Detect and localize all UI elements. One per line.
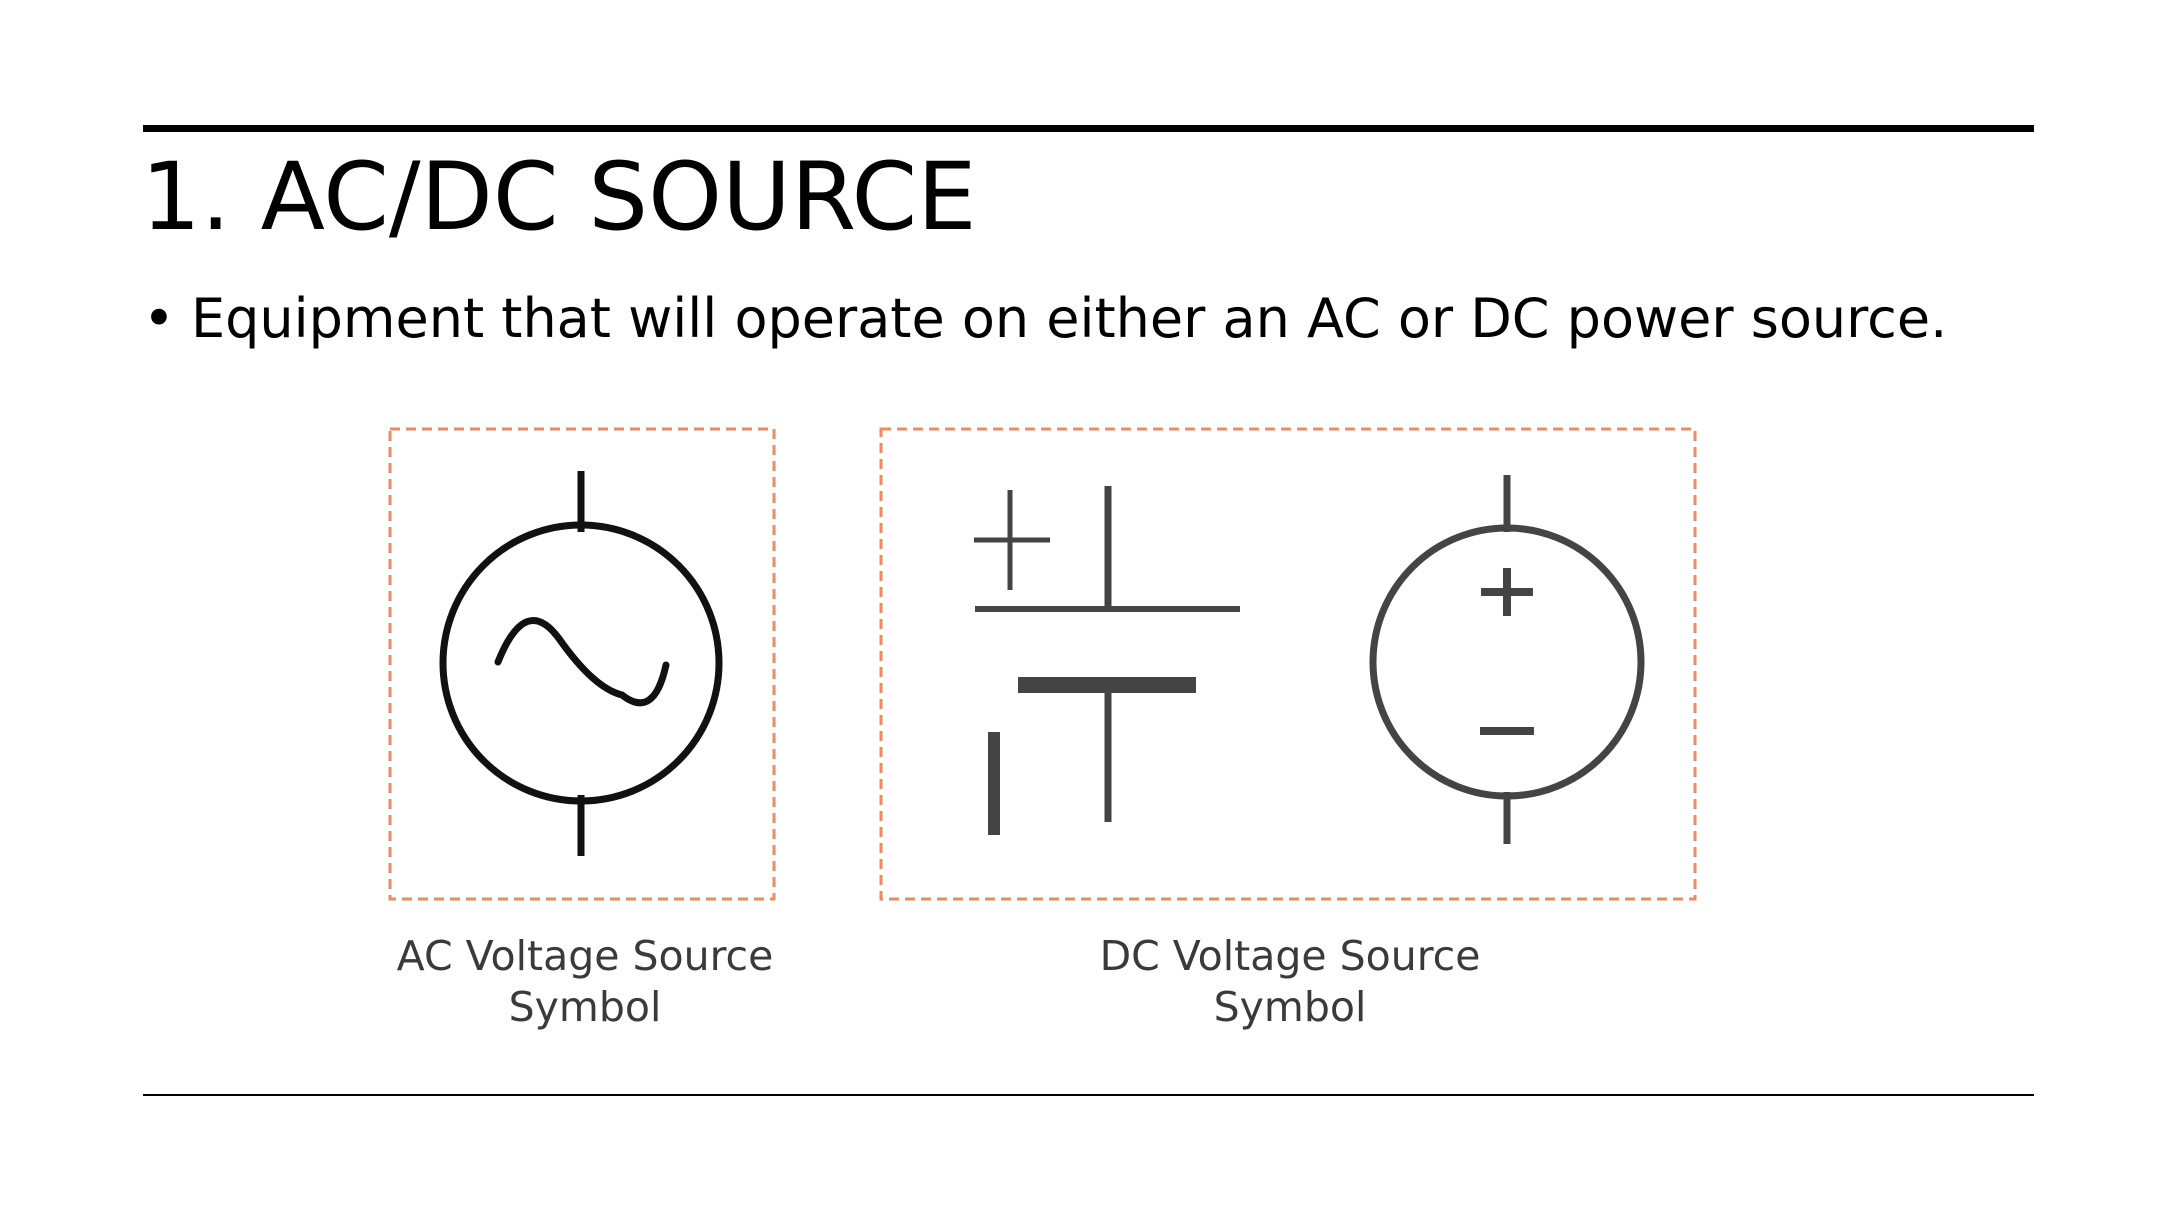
ac-voltage-source-icon xyxy=(439,471,723,856)
ac-symbol-caption: AC Voltage Source Symbol xyxy=(381,931,789,1033)
bullet-text: Equipment that will operate on either an… xyxy=(191,287,1948,350)
slide-title: 1. AC/DC SOURCE xyxy=(141,143,977,252)
dc-symbol-frame xyxy=(879,427,1697,901)
bullet-item: • Equipment that will operate on either … xyxy=(143,286,1947,352)
dc-caption-line-1: DC Voltage Source xyxy=(1099,932,1481,980)
slide-bottom-rule xyxy=(143,1094,2034,1096)
title-top-rule xyxy=(143,125,2034,132)
dc-battery-icon xyxy=(974,486,1240,835)
dc-caption-line-2: Symbol xyxy=(1213,983,1367,1031)
bullet-glyph: • xyxy=(143,287,175,350)
dc-voltage-source-icon xyxy=(1369,475,1645,844)
dc-symbol-caption: DC Voltage Source Symbol xyxy=(1085,931,1495,1033)
ac-caption-line-2: Symbol xyxy=(508,983,662,1031)
ac-caption-line-1: AC Voltage Source xyxy=(396,932,774,980)
ac-symbol-frame xyxy=(388,427,776,901)
